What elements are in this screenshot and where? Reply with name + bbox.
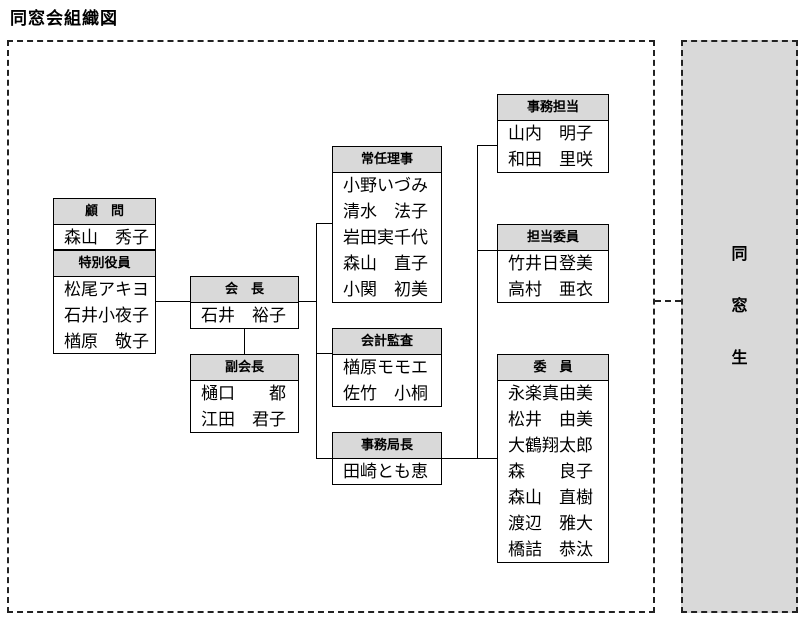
- dashed-connector: [655, 300, 681, 302]
- special-officers-box: 特別役員 松尾アキヨ 石井小夜子 楢原 敬子: [53, 250, 156, 354]
- page-title: 同窓会組織図: [10, 9, 118, 29]
- box-header: 副会長: [191, 355, 298, 381]
- box-header: 特別役員: [54, 251, 155, 277]
- member-name: 小野いづみ: [343, 176, 428, 196]
- secretary-general-box: 事務局長 田崎とも恵: [332, 432, 442, 485]
- connector-line: [298, 301, 316, 302]
- member-name: 石井小夜子: [64, 306, 149, 326]
- clerical-staff-box: 事務担当 山内 明子 和田 里咲: [497, 94, 609, 173]
- member-name: 永楽真由美: [508, 384, 593, 404]
- connector-line: [477, 250, 497, 251]
- alumni-panel: 同窓生: [681, 40, 798, 613]
- advisor-box: 顧 問 森山 秀子: [53, 198, 156, 250]
- connector-line: [155, 301, 190, 302]
- member-name: 渡辺 雅大: [508, 514, 593, 534]
- member-name: 橋詰 恭汰: [508, 540, 593, 560]
- connector-line: [477, 145, 478, 459]
- box-header: 事務担当: [498, 95, 608, 121]
- connector-line: [316, 223, 332, 224]
- member-name: 山内 明子: [508, 124, 593, 144]
- member-name: 江田 君子: [201, 410, 286, 430]
- member-name: 小関 初美: [343, 280, 428, 300]
- member-name: 楢原モモエ: [343, 358, 428, 378]
- box-header: 会 長: [191, 277, 298, 303]
- member-name: 石井 裕子: [201, 306, 286, 326]
- member-name: 樋口 都: [201, 384, 286, 404]
- member-name: 松井 由美: [508, 410, 593, 430]
- alumni-label: 同窓生: [731, 244, 748, 367]
- connector-line: [316, 353, 332, 354]
- president-box: 会 長 石井 裕子: [190, 276, 299, 329]
- member-name: 大鶴翔太郎: [508, 436, 593, 456]
- member-name: 清水 法子: [343, 202, 428, 222]
- standing-directors-box: 常任理事 小野いづみ 清水 法子 岩田実千代 森山 直子 小関 初美: [332, 146, 442, 303]
- organization-frame: [7, 40, 655, 613]
- member-name: 森山 秀子: [64, 228, 149, 248]
- member-name: 楢原 敬子: [64, 332, 149, 352]
- connector-line: [244, 328, 245, 354]
- connector-line: [441, 458, 477, 459]
- connector-line: [477, 458, 497, 459]
- member-name: 竹井日登美: [508, 254, 593, 274]
- member-name: 高村 亜衣: [508, 280, 593, 300]
- vice-president-box: 副会長 樋口 都 江田 君子: [190, 354, 299, 433]
- member-name: 田崎とも恵: [343, 462, 428, 482]
- connector-line: [316, 223, 317, 459]
- box-header: 会計監査: [333, 329, 441, 355]
- member-name: 森山 直樹: [508, 488, 593, 508]
- member-name: 岩田実千代: [343, 228, 428, 248]
- member-name: 佐竹 小桐: [343, 384, 428, 404]
- box-header: 委 員: [498, 355, 608, 381]
- member-name: 松尾アキヨ: [64, 280, 149, 300]
- box-header: 担当委員: [498, 225, 608, 251]
- box-header: 事務局長: [333, 433, 441, 459]
- box-header: 常任理事: [333, 147, 441, 173]
- box-header: 顧 問: [54, 199, 155, 225]
- member-name: 森山 直子: [343, 254, 428, 274]
- auditors-box: 会計監査 楢原モモエ 佐竹 小桐: [332, 328, 442, 407]
- member-name: 森 良子: [508, 462, 593, 482]
- committee-members-box: 委 員 永楽真由美 松井 由美 大鶴翔太郎 森 良子 森山 直樹 渡辺 雅大 橋…: [497, 354, 609, 563]
- committee-in-charge-box: 担当委員 竹井日登美 高村 亜衣: [497, 224, 609, 303]
- connector-line: [477, 145, 497, 146]
- connector-line: [316, 458, 332, 459]
- member-name: 和田 里咲: [508, 150, 593, 170]
